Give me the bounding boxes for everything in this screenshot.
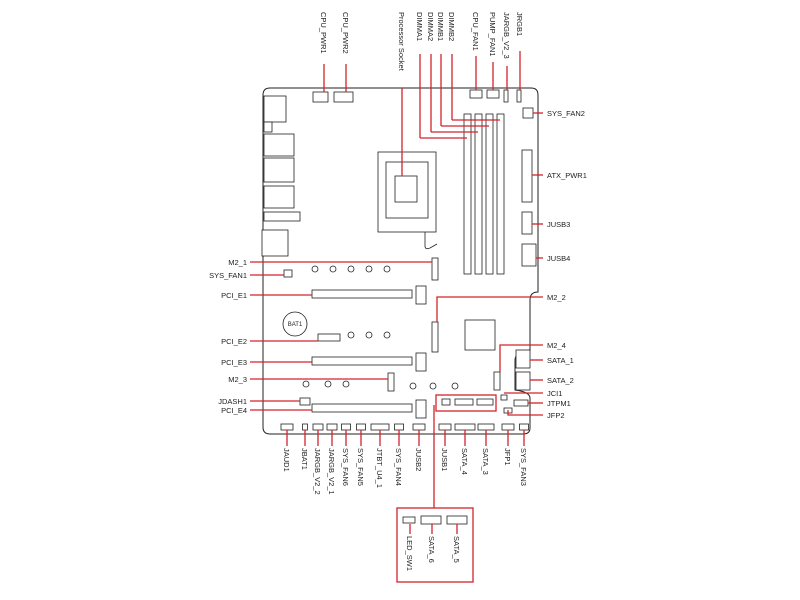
label-pci-e3: PCI_E3 xyxy=(221,358,247,367)
label-sata-4: SATA_4 xyxy=(460,448,469,475)
label-jusb1: JUSB1 xyxy=(440,448,449,471)
label-pci-e2: PCI_E2 xyxy=(221,337,247,346)
label-processor-socket: Processor Socket xyxy=(397,12,406,72)
label-sata-6: SATA_6 xyxy=(427,536,436,563)
sata-highlight xyxy=(433,394,497,508)
label-sys-fan3: SYS_FAN3 xyxy=(519,448,528,486)
label-jrgb1: JRGB1 xyxy=(515,12,524,36)
label-jusb4: JUSB4 xyxy=(547,254,570,263)
label-dimmb1: DIMMB1 xyxy=(436,12,445,41)
connector-sys-fan5 xyxy=(356,423,366,431)
battery: BAT1 xyxy=(282,311,308,337)
label-jtbt-u4-1: JTBT_U4_1 xyxy=(375,448,384,488)
label-jdash1: JDASH1 xyxy=(218,397,247,406)
label-m2-4: M2_4 xyxy=(547,341,566,350)
m2-slots xyxy=(283,257,531,414)
mounting-hole xyxy=(302,380,310,388)
connector-jargb-v2-1 xyxy=(326,423,338,431)
label-pci-e1: PCI_E1 xyxy=(221,291,247,300)
label-pci-e4: PCI_E4 xyxy=(221,406,247,415)
pcie-slots xyxy=(311,285,427,419)
label-jtpm1: JTPM1 xyxy=(547,399,571,408)
label-sys-fan5: SYS_FAN5 xyxy=(356,448,365,486)
connector-jargb-v2-2 xyxy=(312,423,324,431)
dimm-slots xyxy=(463,113,505,275)
mounting-hole xyxy=(451,382,459,390)
leader-line xyxy=(436,296,543,322)
label-dimma2: DIMMA2 xyxy=(426,12,435,41)
label-jfp1: JFP1 xyxy=(503,448,512,466)
label-sata-2: SATA_2 xyxy=(547,376,574,385)
label-sata-5: SATA_5 xyxy=(452,536,461,563)
mounting-hole xyxy=(409,382,417,390)
battery-label: BAT1 xyxy=(288,322,303,328)
connector-sys-fan3 xyxy=(519,423,529,431)
connector-sata-3 xyxy=(477,423,495,431)
mounting-hole xyxy=(383,265,391,273)
connector-jusb2 xyxy=(412,423,426,431)
label-jbat1: JBAT1 xyxy=(300,448,309,470)
connector-sata-4 xyxy=(454,423,476,431)
label-dimma1: DIMMA1 xyxy=(415,12,424,41)
mounting-hole xyxy=(365,265,373,273)
label-m2-2: M2_2 xyxy=(547,293,566,302)
mounting-holes xyxy=(302,265,459,390)
label-atx-pwr1: ATX_PWR1 xyxy=(547,171,587,180)
label-jusb2: JUSB2 xyxy=(414,448,423,471)
connector-jbat1 xyxy=(302,423,308,431)
mounting-hole xyxy=(383,331,391,339)
label-dimmb2: DIMMB2 xyxy=(447,12,456,41)
label-sata-3: SATA_3 xyxy=(481,448,490,475)
connector-jfp1 xyxy=(501,423,515,431)
connector-jaud1 xyxy=(280,423,294,431)
label-jargb-v2-1: JARGB_V2_1 xyxy=(327,448,336,495)
mounting-hole xyxy=(329,265,337,273)
leader-line xyxy=(507,410,543,416)
connector-sys-fan4 xyxy=(394,423,404,431)
label-led-sw1: LED_SW1 xyxy=(405,536,414,571)
mounting-hole xyxy=(429,382,437,390)
leader-line xyxy=(499,344,543,372)
label-jargb-v2-3: JARGB_V2_3 xyxy=(502,12,511,59)
connector-sys-fan6 xyxy=(341,423,351,431)
label-pump-fan1: PUMP_FAN1 xyxy=(488,12,497,57)
label-sys-fan2: SYS_FAN2 xyxy=(547,109,585,118)
power-connectors xyxy=(312,89,537,267)
label-sys-fan1: SYS_FAN1 xyxy=(209,271,247,280)
mounting-hole xyxy=(347,331,355,339)
mounting-hole xyxy=(311,265,319,273)
mounting-hole xyxy=(342,380,350,388)
label-jusb3: JUSB3 xyxy=(547,220,570,229)
label-m2-3: M2_3 xyxy=(228,375,247,384)
inset-box xyxy=(396,507,474,583)
connector-jusb1 xyxy=(438,423,452,431)
label-cpu-pwr1: CPU_PWR1 xyxy=(319,12,328,54)
label-cpu-fan1: CPU_FAN1 xyxy=(471,12,480,51)
label-jci1: JCI1 xyxy=(547,389,562,398)
label-jfp2: JFP2 xyxy=(547,411,565,420)
mounting-hole xyxy=(347,265,355,273)
label-sys-fan6: SYS_FAN6 xyxy=(341,448,350,486)
label-m2-1: M2_1 xyxy=(228,258,247,267)
label-cpu-pwr2: CPU_PWR2 xyxy=(341,12,350,54)
label-jaud1: JAUD1 xyxy=(282,448,291,472)
mounting-hole xyxy=(365,331,373,339)
label-jargb-v2-2: JARGB_V2_2 xyxy=(313,448,322,495)
connector-jtbt-u4-1 xyxy=(370,423,390,431)
label-sata-1: SATA_1 xyxy=(547,356,574,365)
io-panel xyxy=(261,95,301,257)
mounting-hole xyxy=(324,380,332,388)
cpu-socket xyxy=(377,151,438,250)
label-sys-fan4: SYS_FAN4 xyxy=(394,448,403,486)
